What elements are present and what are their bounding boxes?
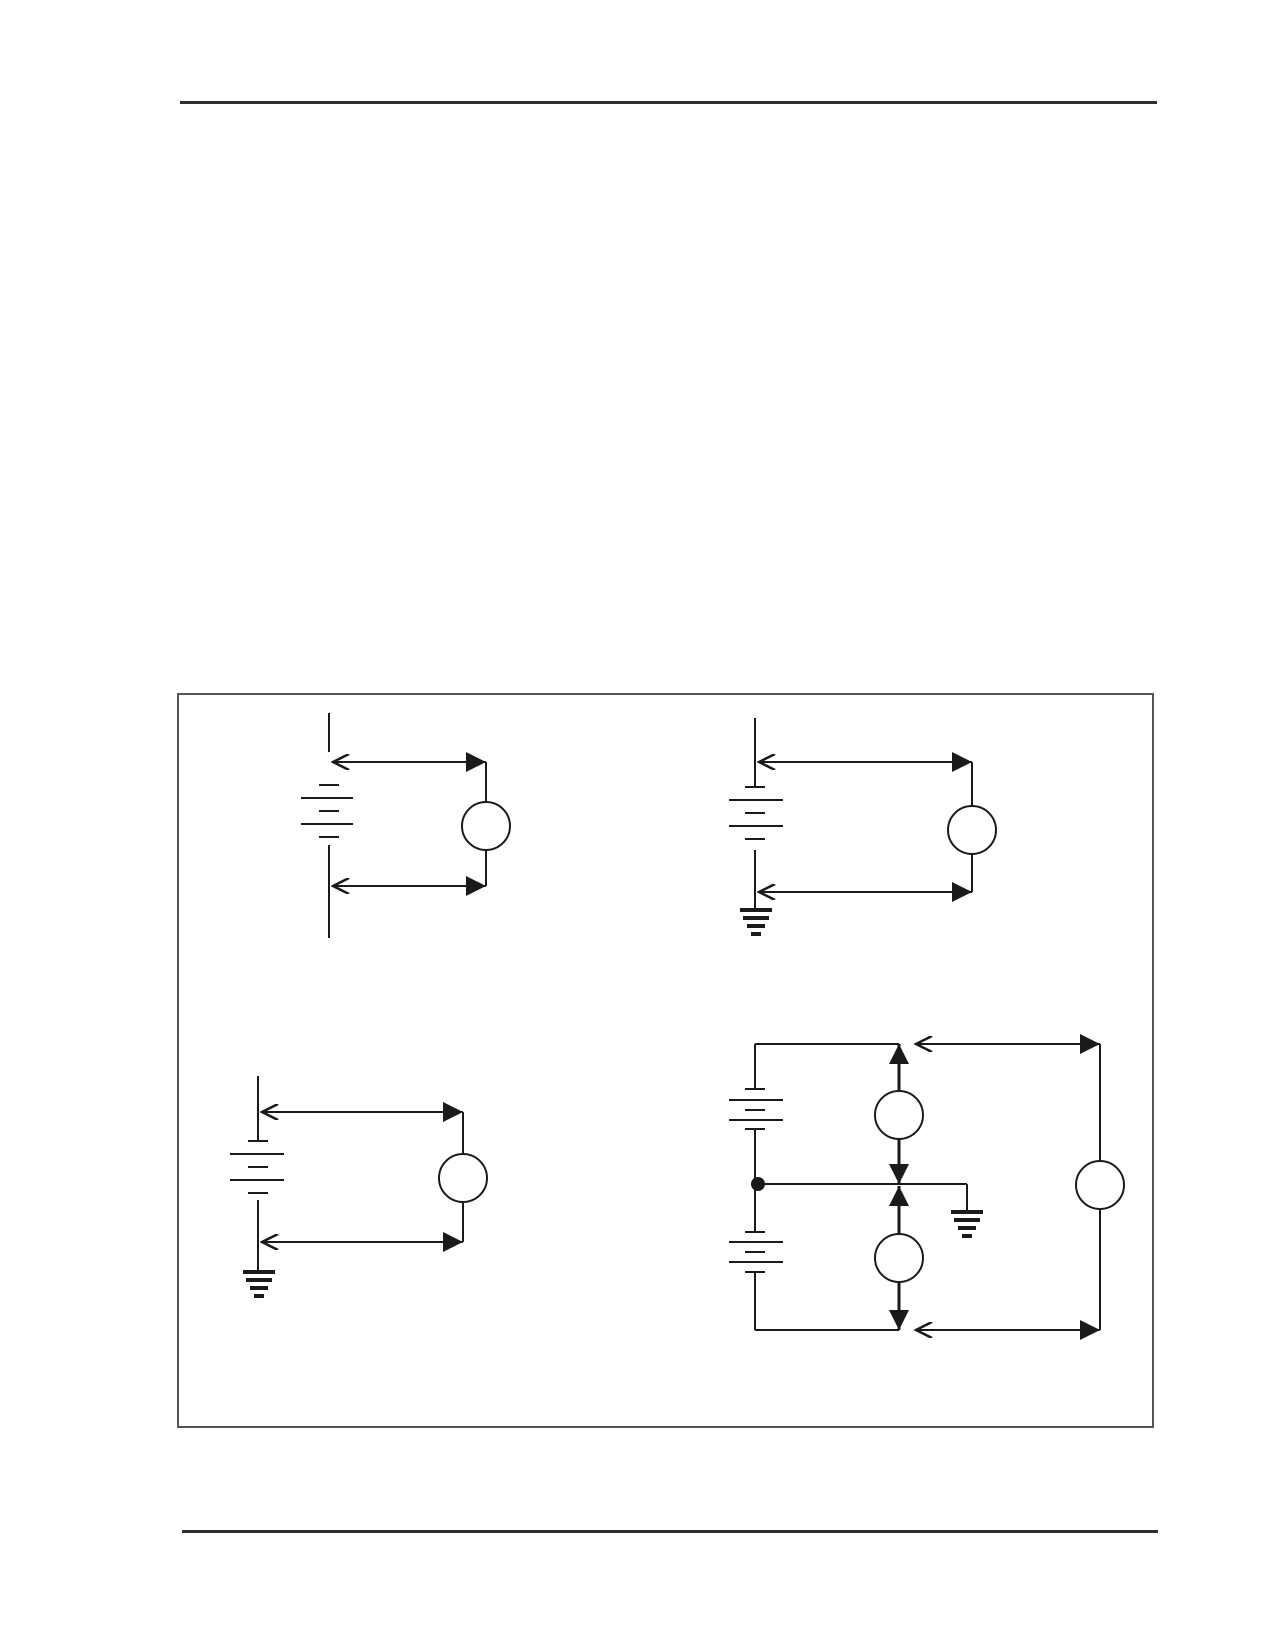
battery-symbol (301, 784, 353, 838)
ground-icon (243, 1270, 275, 1298)
ground-icon (740, 908, 772, 936)
battery-symbol-lower (729, 1231, 783, 1273)
figure-frame (177, 693, 1154, 1428)
battery-symbol (230, 1140, 284, 1194)
panel-grounded-negative-supply (729, 718, 997, 936)
load-circle (947, 805, 997, 855)
ground-icon (951, 1210, 983, 1238)
load-circle (438, 1153, 488, 1203)
footer-rule (182, 1530, 1158, 1533)
upper-load-circle (874, 1090, 924, 1140)
panel-split-supply-center-ground (729, 1034, 1125, 1340)
battery-symbol (729, 786, 783, 840)
header-rule (180, 101, 1157, 104)
full-load-circle (1075, 1160, 1125, 1210)
panel-grounded-negative-supply-2 (230, 1076, 488, 1298)
battery-symbol-upper (729, 1088, 783, 1130)
load-circle (461, 801, 511, 851)
lower-load-circle (874, 1233, 924, 1283)
panel-floating-supply (301, 713, 511, 938)
